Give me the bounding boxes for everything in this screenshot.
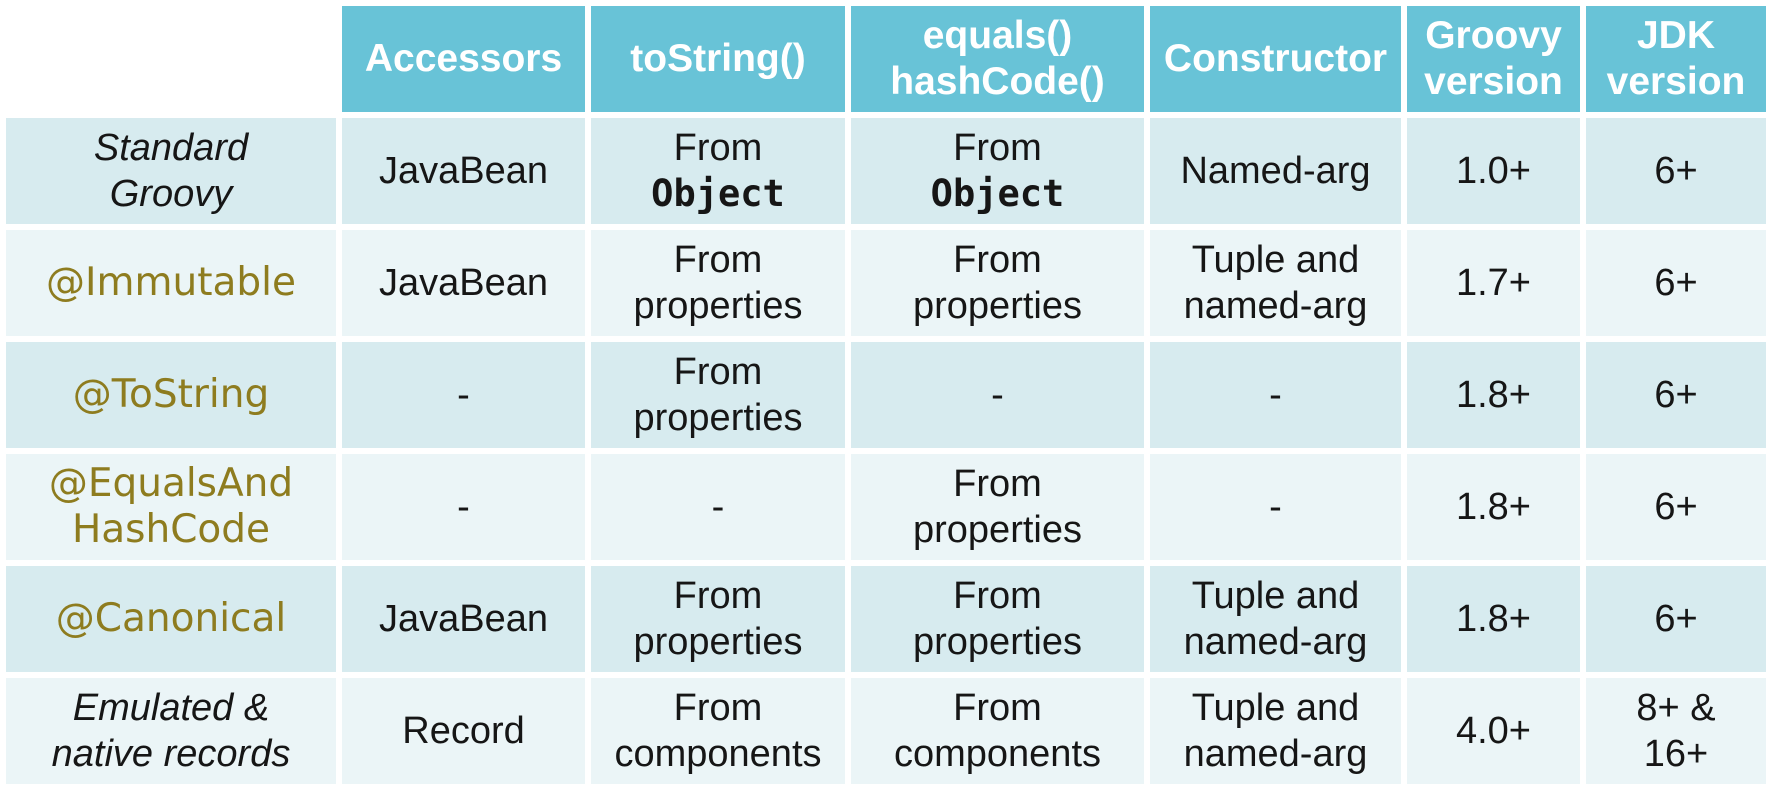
table-cell: Tuple and named-arg	[1150, 566, 1401, 672]
table-row-canonical: @Canonical JavaBean From properties From…	[6, 566, 1766, 672]
cell-code-text: Object	[930, 172, 1065, 215]
table-cell: From components	[851, 678, 1144, 784]
corner-cell	[6, 6, 336, 112]
table-cell: 1.8+	[1407, 342, 1580, 448]
column-header-accessors: Accessors	[342, 6, 585, 112]
table-cell: 1.8+	[1407, 454, 1580, 560]
table-row-immutable: @Immutable JavaBean From properties From…	[6, 230, 1766, 336]
table-cell: -	[342, 454, 585, 560]
table-cell: From properties	[851, 454, 1144, 560]
row-label: @Canonical	[6, 566, 336, 672]
row-label: @ToString	[6, 342, 336, 448]
column-header-groovy-version: Groovy version	[1407, 6, 1580, 112]
table-cell: -	[1150, 454, 1401, 560]
table-cell: From properties	[851, 230, 1144, 336]
row-label: @EqualsAnd HashCode	[6, 454, 336, 560]
table-cell: From properties	[591, 230, 845, 336]
table-cell: -	[851, 342, 1144, 448]
table-cell: -	[342, 342, 585, 448]
table-cell: Named-arg	[1150, 118, 1401, 224]
header-row: Accessors toString() equals() hashCode()…	[6, 6, 1766, 112]
cell-text: From	[673, 126, 763, 169]
row-label: @Immutable	[6, 230, 336, 336]
table-cell: 6+	[1586, 230, 1766, 336]
table-cell: 6+	[1586, 566, 1766, 672]
table-cell: Record	[342, 678, 585, 784]
table-cell: 4.0+	[1407, 678, 1580, 784]
table-row-tostring: @ToString - From properties - - 1.8+ 6+	[6, 342, 1766, 448]
column-header-jdk-version: JDK version	[1586, 6, 1766, 112]
table-cell: -	[591, 454, 845, 560]
column-header-equals-hashcode: equals() hashCode()	[851, 6, 1144, 112]
table-cell: 6+	[1586, 342, 1766, 448]
table-cell: -	[1150, 342, 1401, 448]
table-cell: Tuple and named-arg	[1150, 678, 1401, 784]
table-cell: From properties	[591, 566, 845, 672]
table-cell: 1.7+	[1407, 230, 1580, 336]
table-cell: From properties	[851, 566, 1144, 672]
table-cell: JavaBean	[342, 566, 585, 672]
table-row-equalsandhashcode: @EqualsAnd HashCode - - From properties …	[6, 454, 1766, 560]
table-cell: 1.0+	[1407, 118, 1580, 224]
column-header-constructor: Constructor	[1150, 6, 1401, 112]
cell-text: From	[953, 126, 1042, 169]
table-cell: 6+	[1586, 454, 1766, 560]
column-header-tostring: toString()	[591, 6, 845, 112]
table-cell: JavaBean	[342, 230, 585, 336]
table-cell: 6+	[1586, 118, 1766, 224]
table-cell: From components	[591, 678, 845, 784]
table-cell: JavaBean	[342, 118, 585, 224]
table-row-records: Emulated & native records Record From co…	[6, 678, 1766, 784]
row-label: Standard Groovy	[6, 118, 336, 224]
cell-code-text: Object	[651, 172, 785, 215]
table-cell: From properties	[591, 342, 845, 448]
table-cell: 8+ & 16+	[1586, 678, 1766, 784]
table-cell: 1.8+	[1407, 566, 1580, 672]
row-label: Emulated & native records	[6, 678, 336, 784]
table-cell: Tuple and named-arg	[1150, 230, 1401, 336]
